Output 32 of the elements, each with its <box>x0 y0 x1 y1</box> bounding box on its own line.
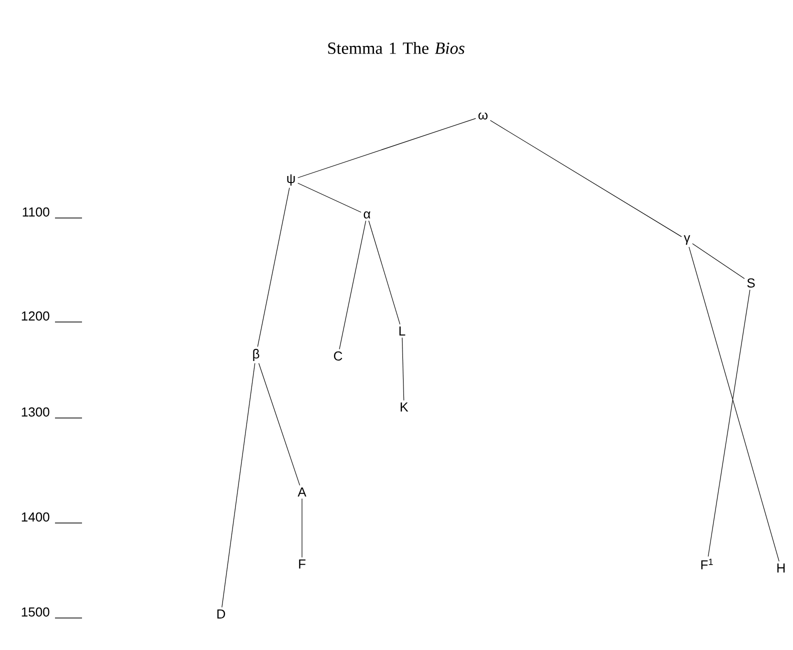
stemma-line <box>490 120 682 237</box>
manuscript-siglum: α <box>364 211 370 219</box>
manuscript-siglum: F <box>299 560 306 568</box>
manuscript-siglum: K <box>400 402 408 412</box>
manuscript-siglum: L <box>399 326 406 336</box>
stemma-line <box>368 220 400 325</box>
manuscript-siglum: H <box>777 564 785 572</box>
title: Stemma 1 The Bios <box>328 42 464 54</box>
stemma-line <box>402 337 404 401</box>
manuscript-siglum: ψ <box>287 174 295 186</box>
date-label: 1400 <box>22 512 50 522</box>
stemma-line <box>257 188 290 348</box>
date-label: 1100 <box>22 207 50 217</box>
date-label: 1500 <box>22 607 50 617</box>
manuscript-siglum: S <box>747 278 755 288</box>
manuscript-siglum: ω <box>478 112 488 120</box>
stemma-line <box>339 220 366 350</box>
stemma-line <box>298 118 476 178</box>
stemma-line <box>222 362 256 608</box>
date-label: 1200 <box>22 311 50 321</box>
stemma-line <box>692 243 745 279</box>
manuscript-siglum: D <box>217 610 226 618</box>
stemma-line <box>258 362 300 486</box>
manuscript-siglum: C <box>334 351 342 361</box>
manuscript-siglum: F$^{1}$ <box>701 558 713 570</box>
date-label: 1300 <box>22 407 50 417</box>
stemma-line <box>688 246 780 562</box>
manuscript-siglum: β <box>253 348 260 362</box>
stemma-line <box>298 182 362 213</box>
manuscript-siglum: A <box>298 488 306 496</box>
manuscript-siglum: γ <box>684 235 690 245</box>
stemma-line <box>708 290 750 557</box>
